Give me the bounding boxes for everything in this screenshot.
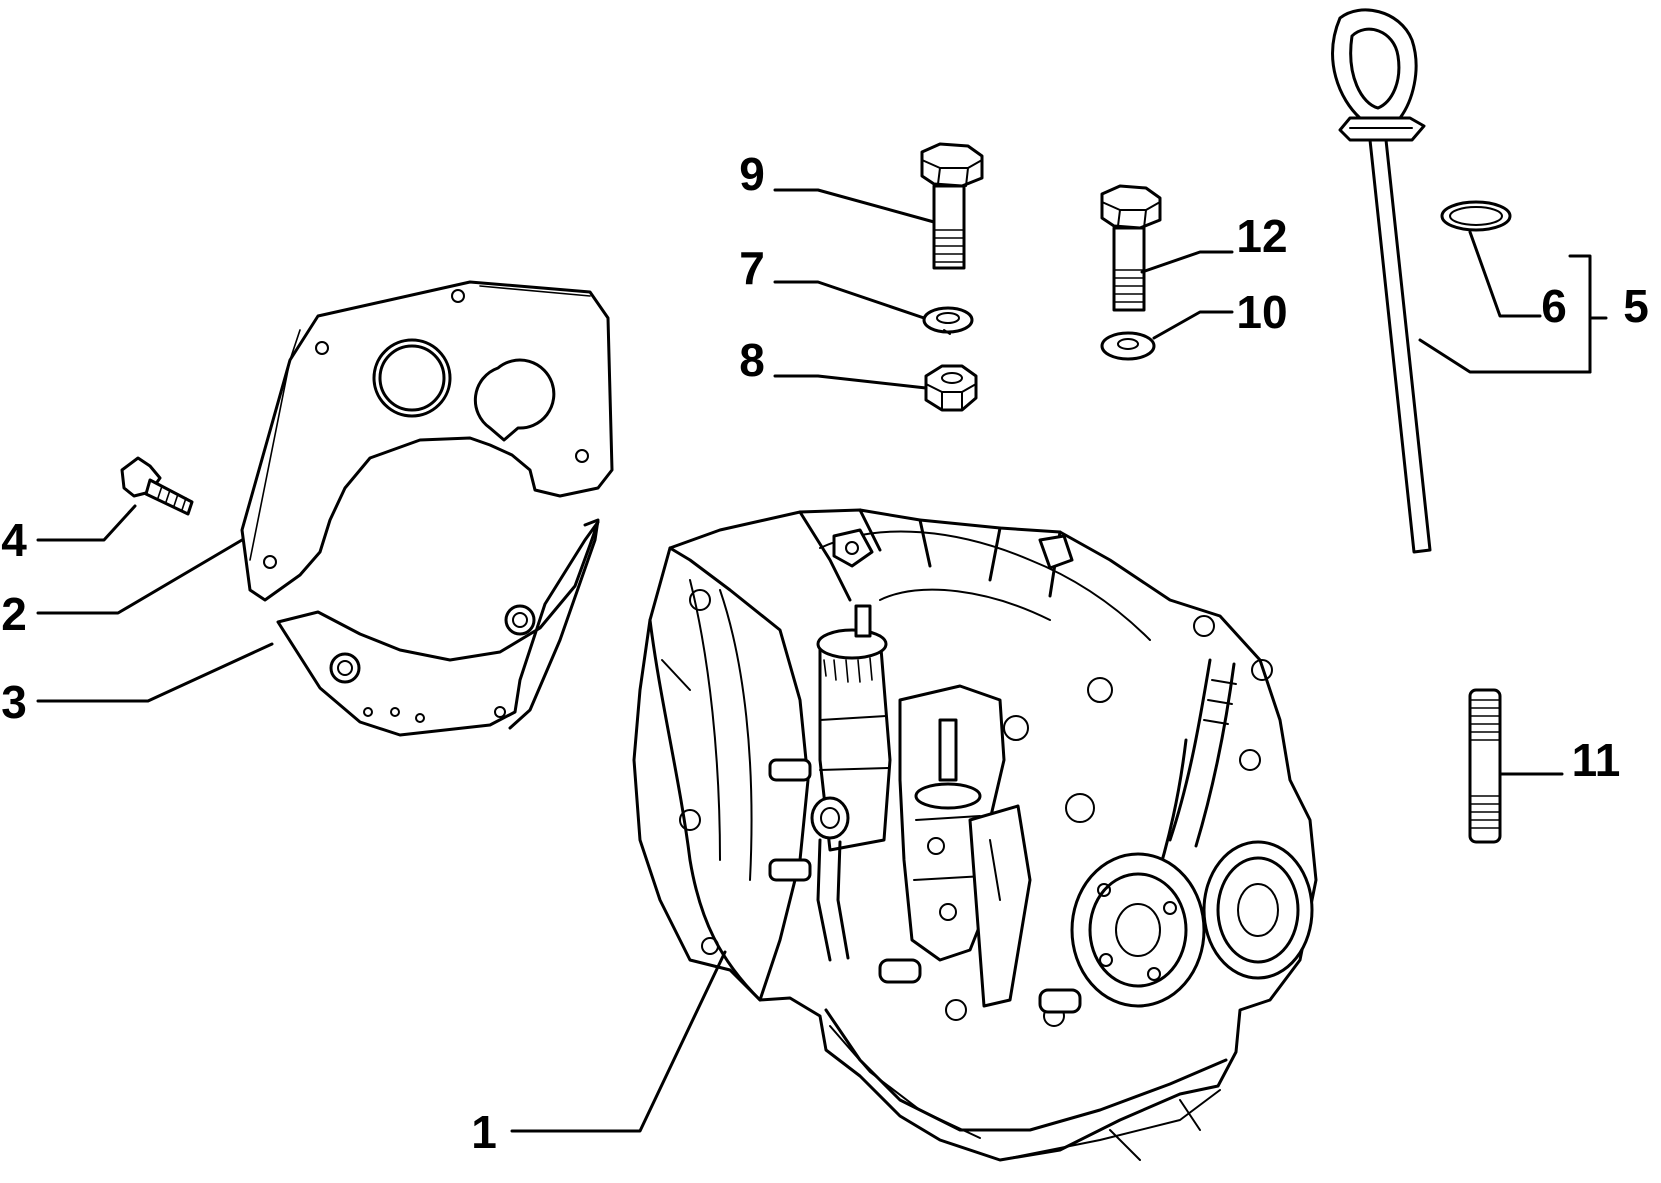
part-1-transmission-assembly (632, 508, 1318, 1162)
callout-6: 6 (1541, 280, 1567, 332)
part-4-bolt (120, 456, 194, 516)
part-12-bolt (1100, 184, 1162, 312)
callout-12: 12 (1236, 210, 1287, 262)
part-9-bolt (920, 142, 984, 270)
leader-4 (36, 504, 137, 542)
leader-3 (36, 642, 274, 703)
part-2-upper-cover-plate (240, 280, 614, 602)
callout-1: 1 (471, 1106, 497, 1158)
callout-7: 7 (739, 242, 765, 294)
leader-10 (1152, 310, 1234, 340)
part-3-lower-shield-plate (276, 518, 600, 737)
part-5-dipstick (1331, 8, 1432, 554)
bracket-5 (1568, 254, 1608, 374)
leader-9 (773, 188, 936, 224)
leader-2 (36, 538, 244, 615)
leader-7 (773, 280, 926, 320)
part-10-flat-washer (1100, 331, 1156, 361)
leader-8 (773, 374, 928, 390)
callout-3: 3 (1, 676, 27, 728)
part-6-o-ring (1440, 200, 1512, 232)
callout-5: 5 (1623, 280, 1649, 332)
part-8-nut (924, 364, 978, 412)
callout-labels: 1 2 3 4 5 6 7 8 9 10 11 12 (1, 148, 1649, 1158)
callout-2: 2 (1, 588, 27, 640)
callout-4: 4 (1, 514, 27, 566)
leader-lines (36, 188, 1608, 1133)
callout-8: 8 (739, 334, 765, 386)
leader-1 (510, 950, 727, 1133)
part-11-stud (1468, 688, 1502, 844)
callout-9: 9 (739, 148, 765, 200)
leader-6 (1468, 230, 1542, 318)
part-7-spring-washer (922, 306, 974, 335)
leader-5-dipstick (1418, 338, 1592, 374)
callout-10: 10 (1236, 286, 1287, 338)
leader-12 (1140, 250, 1234, 274)
callout-11: 11 (1572, 734, 1621, 786)
